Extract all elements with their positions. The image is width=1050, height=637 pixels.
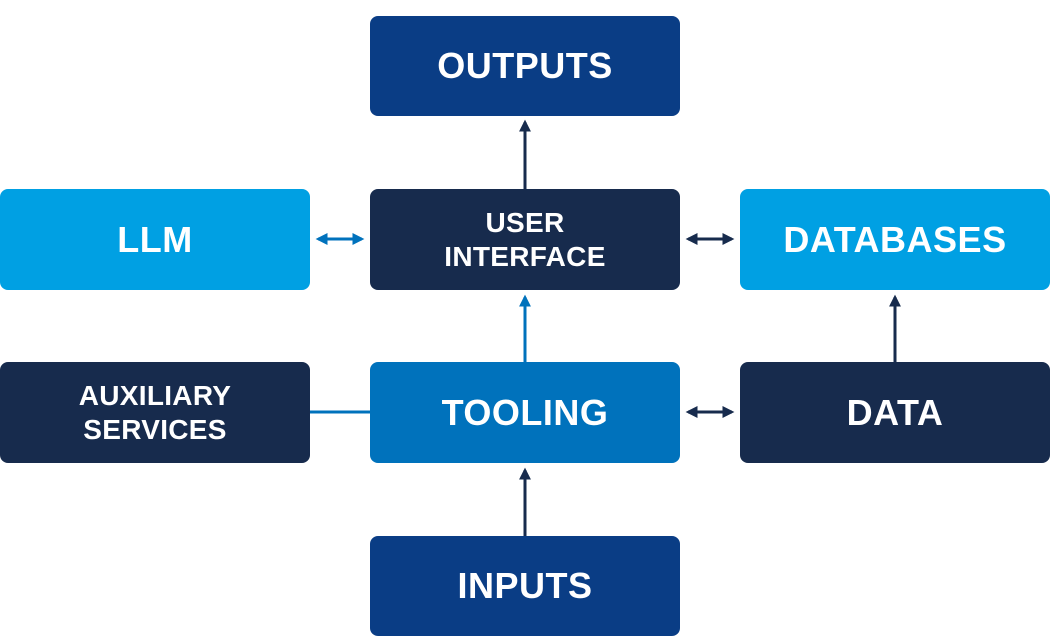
user-interface-label-line-2: INTERFACE: [444, 240, 606, 272]
tooling-label: TOOLING: [441, 391, 609, 433]
user-interface-label-line-1: USER: [485, 206, 565, 238]
llm-label: LLM: [117, 218, 193, 260]
databases-label: DATABASES: [783, 218, 1007, 260]
inputs-label: INPUTS: [457, 565, 593, 606]
outputs-box: OUTPUTS: [370, 16, 680, 116]
auxiliary-services-label-line-1: AUXILIARY: [78, 379, 232, 411]
inputs-box: INPUTS: [370, 536, 680, 636]
auxiliary-services-box: AUXILIARY SERVICES: [0, 362, 310, 463]
databases-box: DATABASES: [740, 189, 1050, 290]
outputs-label: OUTPUTS: [437, 45, 613, 86]
llm-box: LLM: [0, 189, 310, 290]
data-label: DATA: [846, 391, 944, 433]
auxiliary-services-label-line-2: SERVICES: [83, 413, 227, 445]
user-interface-box: USER INTERFACE: [370, 189, 680, 290]
data-box: DATA: [740, 362, 1050, 463]
tooling-box: TOOLING: [370, 362, 680, 463]
